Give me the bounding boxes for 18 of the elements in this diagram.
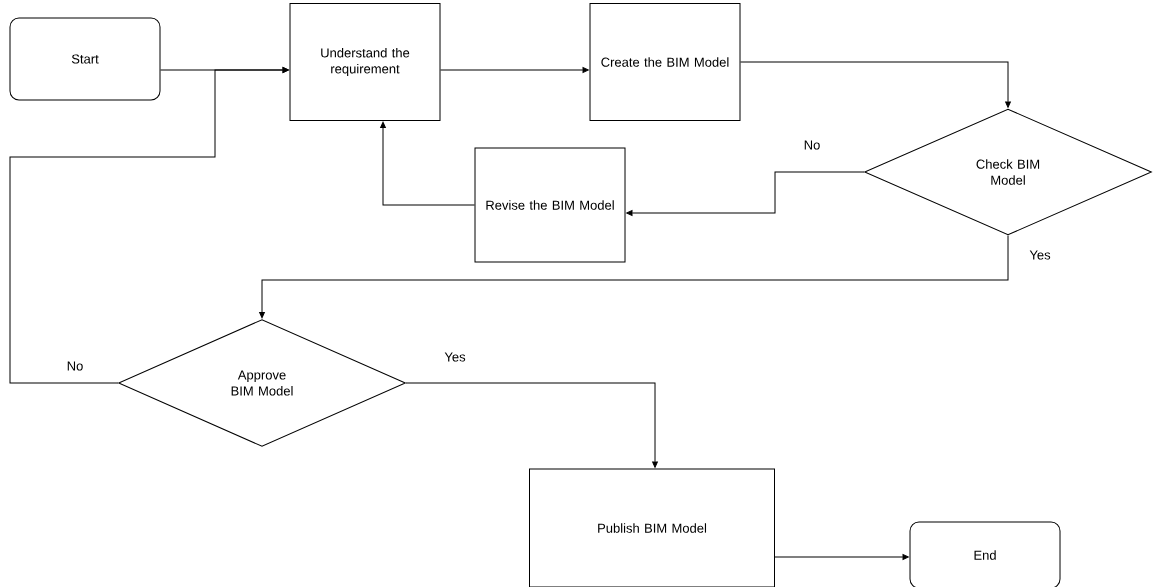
process-box: Understand the requirement — [289, 3, 441, 121]
process-box: Publish BIM Model — [529, 468, 775, 587]
arrow — [626, 171, 865, 216]
edge-label: No — [802, 139, 822, 151]
edge-label: Yes — [443, 351, 467, 363]
terminal-box: Start — [9, 17, 161, 101]
process-box: Revise the BIM Model — [474, 147, 626, 263]
edge-label: Yes — [1028, 249, 1052, 261]
arrow — [440, 67, 589, 73]
terminal-box: End — [909, 521, 1061, 587]
edge-label: No — [65, 360, 85, 372]
arrow — [740, 61, 1011, 108]
arrow — [405, 382, 658, 468]
arrow — [9, 67, 289, 384]
arrow — [259, 235, 1009, 319]
arrow — [774, 554, 909, 560]
arrow — [380, 121, 475, 206]
process-box: Create the BIM Model — [589, 3, 741, 121]
